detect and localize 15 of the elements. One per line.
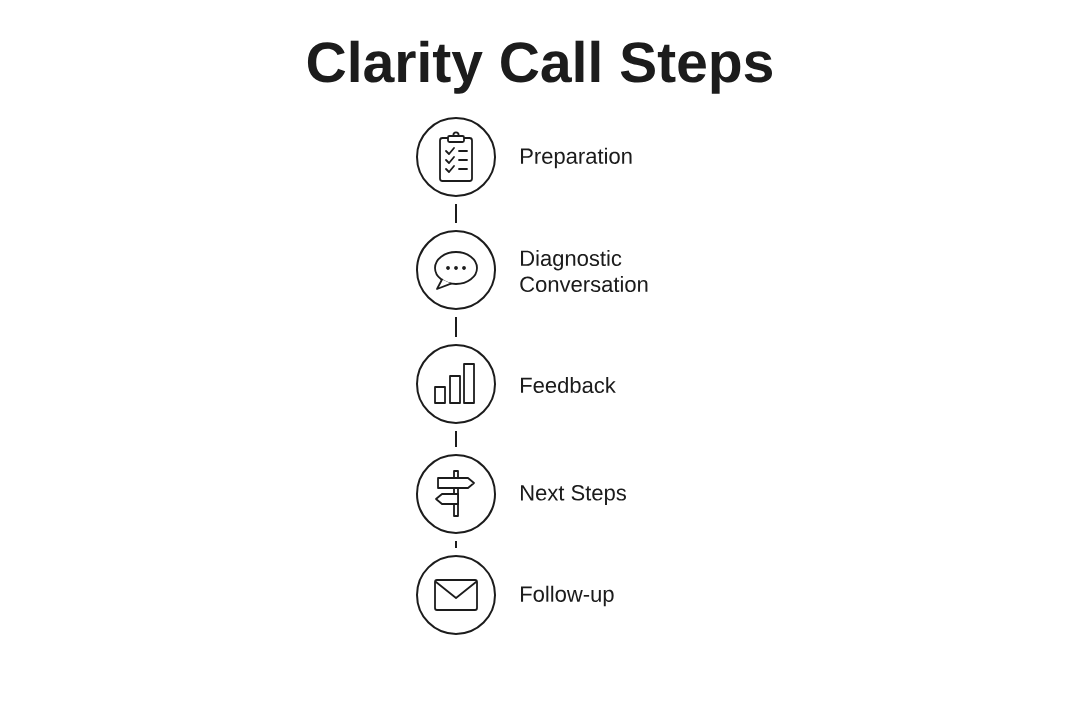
step-label: Feedback <box>521 376 616 394</box>
step-circle <box>416 230 496 310</box>
connector-line <box>455 430 457 448</box>
step-label: Follow-up <box>521 585 614 607</box>
step-circle <box>416 454 496 534</box>
title: Clarity Call Steps <box>307 40 772 94</box>
connector-line <box>455 316 457 338</box>
connector-line <box>455 540 457 549</box>
step-circle <box>416 117 496 197</box>
connector-line <box>455 203 457 224</box>
step-label: Next Steps <box>521 485 626 505</box>
step-label: Diagnostic Conversation <box>520 249 648 293</box>
step-circle <box>416 555 496 635</box>
step-label: Preparation <box>521 147 632 169</box>
step-circle <box>416 344 496 424</box>
